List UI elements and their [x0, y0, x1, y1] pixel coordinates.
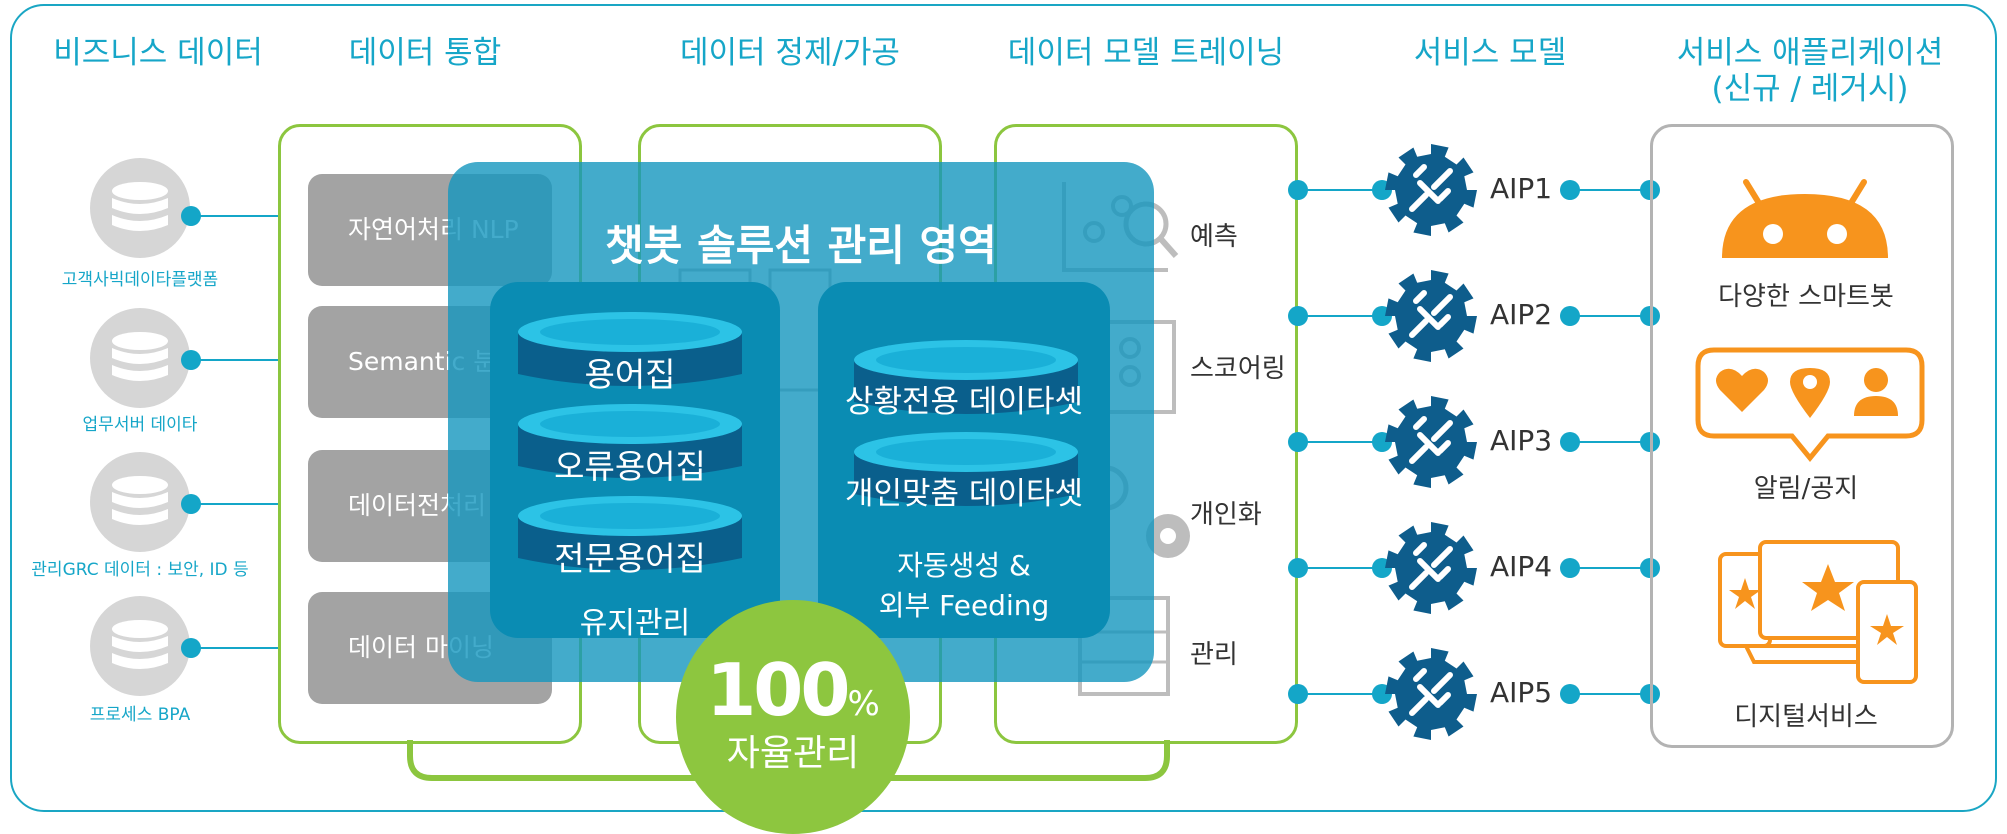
autonomy-value: 100	[706, 648, 850, 732]
plugin-gear-icon	[1385, 144, 1477, 236]
external-feeding-caption: 외부 Feeding	[878, 589, 1050, 622]
connector-line	[1570, 567, 1650, 569]
connector-line	[1570, 441, 1650, 443]
connector-line	[200, 359, 280, 361]
app-digital-service-label: 디지털서비스	[1734, 702, 1878, 732]
column-title-data-refinement: 데이터 정제/가공	[680, 35, 900, 71]
connector-dot	[1288, 180, 1308, 200]
app-smartbot-label: 다양한 스마트봇	[1718, 282, 1894, 312]
connector-dot	[1288, 306, 1308, 326]
maintenance-caption: 유지관리	[579, 606, 691, 641]
disk-situational-dataset: 상황전용 데이타셋	[844, 384, 1083, 420]
connector-line	[1570, 189, 1650, 191]
source-label: 관리GRC 데이터 : 보안, ID 등	[31, 560, 249, 580]
android-icon	[1722, 179, 1888, 258]
plugin-gear-icon	[1385, 396, 1477, 488]
disk-glossary: 용어집	[584, 355, 676, 394]
source-label: 프로세스 BPA	[89, 705, 191, 725]
dataset-disk-stack	[854, 340, 1078, 506]
aip-label: AIP4	[1490, 550, 1553, 583]
glossary-disk-stack	[518, 312, 742, 570]
digital-service-icon	[1718, 540, 1918, 684]
column-title-business-data: 비즈니스 데이터	[53, 35, 263, 71]
column-title-service-model: 서비스 모델	[1413, 35, 1567, 71]
autonomy-unit: %	[847, 684, 880, 724]
column-title-model-training: 데이터 모델 트레이닝	[1007, 35, 1285, 71]
plugin-gear-icon	[1385, 522, 1477, 614]
connector-line	[200, 215, 280, 217]
disk-error-glossary: 오류용어집	[554, 447, 706, 486]
auto-generation-caption: 자동생성 &	[897, 549, 1031, 582]
connector-dot	[1560, 558, 1580, 578]
database-icon	[90, 158, 190, 258]
disk-personalized-dataset: 개인맞춤 데이타셋	[844, 476, 1083, 512]
model-item-scoring: 스코어링	[1190, 354, 1286, 384]
model-item-personalization: 개인화	[1190, 500, 1262, 530]
model-item-management: 관리	[1190, 640, 1238, 670]
chatbot-area-title: 챗봇 솔루션 관리 영역	[605, 221, 997, 270]
notification-bubble-icon	[1695, 347, 1925, 462]
plugin-gear-icon	[1385, 270, 1477, 362]
service-app-box	[1650, 124, 1954, 748]
plugin-gear-icon	[1385, 648, 1477, 740]
model-item-prediction: 예측	[1190, 222, 1238, 252]
aip-label: AIP3	[1490, 424, 1553, 457]
connector-line	[1298, 441, 1382, 443]
diagram-frame	[10, 4, 1997, 812]
autonomy-value-row: 100%	[676, 648, 910, 732]
disk-technical-glossary: 전문용어집	[554, 539, 706, 578]
connector-line	[200, 503, 280, 505]
autonomy-label: 자율관리	[726, 733, 860, 774]
connector-line	[1570, 693, 1650, 695]
connector-line	[1298, 315, 1382, 317]
source-label: 업무서버 데이타	[82, 415, 198, 435]
column-subtitle-service-app: (신규 / 레거시)	[1711, 71, 1909, 107]
column-title-data-integration: 데이터 통합	[348, 35, 502, 71]
connector-line	[1298, 567, 1382, 569]
app-notification-label: 알림/공지	[1753, 474, 1859, 504]
connector-dot	[1560, 306, 1580, 326]
column-title-service-app: 서비스 애플리케이션	[1676, 35, 1944, 71]
connector-dot	[181, 206, 201, 226]
source-label: 고객사빅데이타플랫폼	[61, 270, 219, 290]
connector-dot	[1288, 432, 1308, 452]
connector-dot	[181, 350, 201, 370]
connector-line	[1298, 189, 1382, 191]
autonomy-badge	[676, 600, 910, 834]
connector-dot	[1288, 684, 1308, 704]
connector-dot	[1560, 432, 1580, 452]
aip-label: AIP1	[1490, 172, 1553, 205]
connector-line	[1298, 693, 1382, 695]
aip-label: AIP2	[1490, 298, 1553, 331]
connector-line	[200, 647, 280, 649]
database-icon	[90, 596, 190, 696]
connector-line	[1570, 315, 1650, 317]
aip-label: AIP5	[1490, 676, 1553, 709]
connector-dot	[1560, 684, 1580, 704]
database-icon	[90, 452, 190, 552]
database-icon	[90, 308, 190, 408]
connector-dot	[1560, 180, 1580, 200]
connector-dot	[181, 494, 201, 514]
connector-dot	[181, 638, 201, 658]
connector-dot	[1288, 558, 1308, 578]
